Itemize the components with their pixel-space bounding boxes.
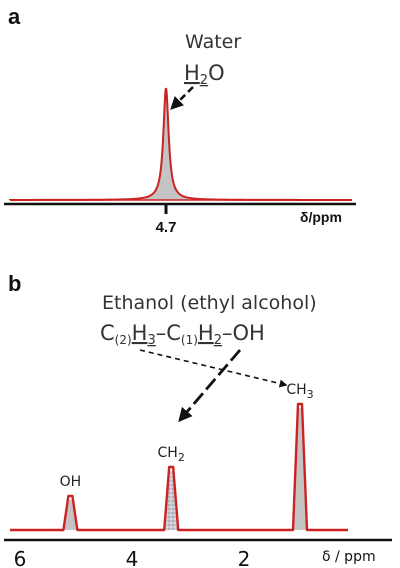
- formula-c1: C: [166, 321, 181, 345]
- peak-fill-ch3: [294, 408, 306, 530]
- peaks-a: [9, 87, 352, 201]
- x-axis-label-a: δ/ppm: [300, 209, 342, 225]
- peak-fill-water: [144, 88, 188, 200]
- formula-dash-2: –: [222, 321, 233, 345]
- compound-name-water: Water: [185, 31, 241, 53]
- formula-water: H2O: [184, 61, 225, 88]
- tick-label-b: 4: [126, 547, 139, 568]
- formula-c1-sub: (1): [181, 333, 198, 347]
- panel-letter-b: b: [8, 271, 21, 296]
- peak-fill-oh: [64, 499, 77, 530]
- peak-water: [9, 87, 352, 201]
- formula-oh: OH: [233, 321, 265, 345]
- peaks-b: [10, 402, 348, 532]
- formula-c2: C: [100, 321, 115, 345]
- spectrum-trace-b: [10, 402, 348, 532]
- formula-h2-sub: 2: [214, 333, 222, 348]
- ticks-a: 4.7: [156, 204, 177, 236]
- peak-labels-b: OH CH2 CH3: [60, 382, 314, 490]
- formula-h2: H: [198, 321, 214, 345]
- arrow-ch2-to-peak: [178, 349, 242, 423]
- formula-h3: H: [132, 321, 148, 345]
- formula-ethanol: C(2)H3–C(1)H2–OH: [100, 321, 265, 348]
- peak-label-oh: OH: [60, 474, 82, 490]
- formula-o-atom: O: [208, 61, 225, 85]
- peak-label-ch2: CH2: [158, 445, 185, 464]
- formula-c2-sub: (2): [115, 333, 132, 347]
- formula-h-atom: H: [184, 61, 200, 85]
- panel-a: a Water H2O 4.7 δ/ppm: [4, 4, 356, 236]
- tick-label-b: 6: [14, 547, 27, 568]
- peak-label-ch3: CH3: [286, 382, 313, 401]
- panel-b: b Ethanol (ethyl alcohol) C(2)H3–C(1)H2–…: [4, 271, 392, 568]
- formula-h3-sub: 3: [147, 333, 155, 348]
- formula-dash-1: –: [156, 321, 167, 345]
- tick-label-a: 4.7: [156, 219, 177, 236]
- ticks-b: 6 4 2: [14, 547, 251, 568]
- compound-name-ethanol: Ethanol (ethyl alcohol): [102, 292, 317, 314]
- x-axis-label-b: δ / ppm: [322, 549, 376, 565]
- arrow-to-water-peak: [170, 86, 194, 110]
- arrow-ch3-to-peak: [139, 349, 288, 388]
- tick-label-b: 2: [238, 547, 251, 568]
- peak-fill-ch2: [165, 471, 178, 530]
- panel-letter-a: a: [8, 4, 21, 29]
- formula-h-sub: 2: [200, 73, 208, 88]
